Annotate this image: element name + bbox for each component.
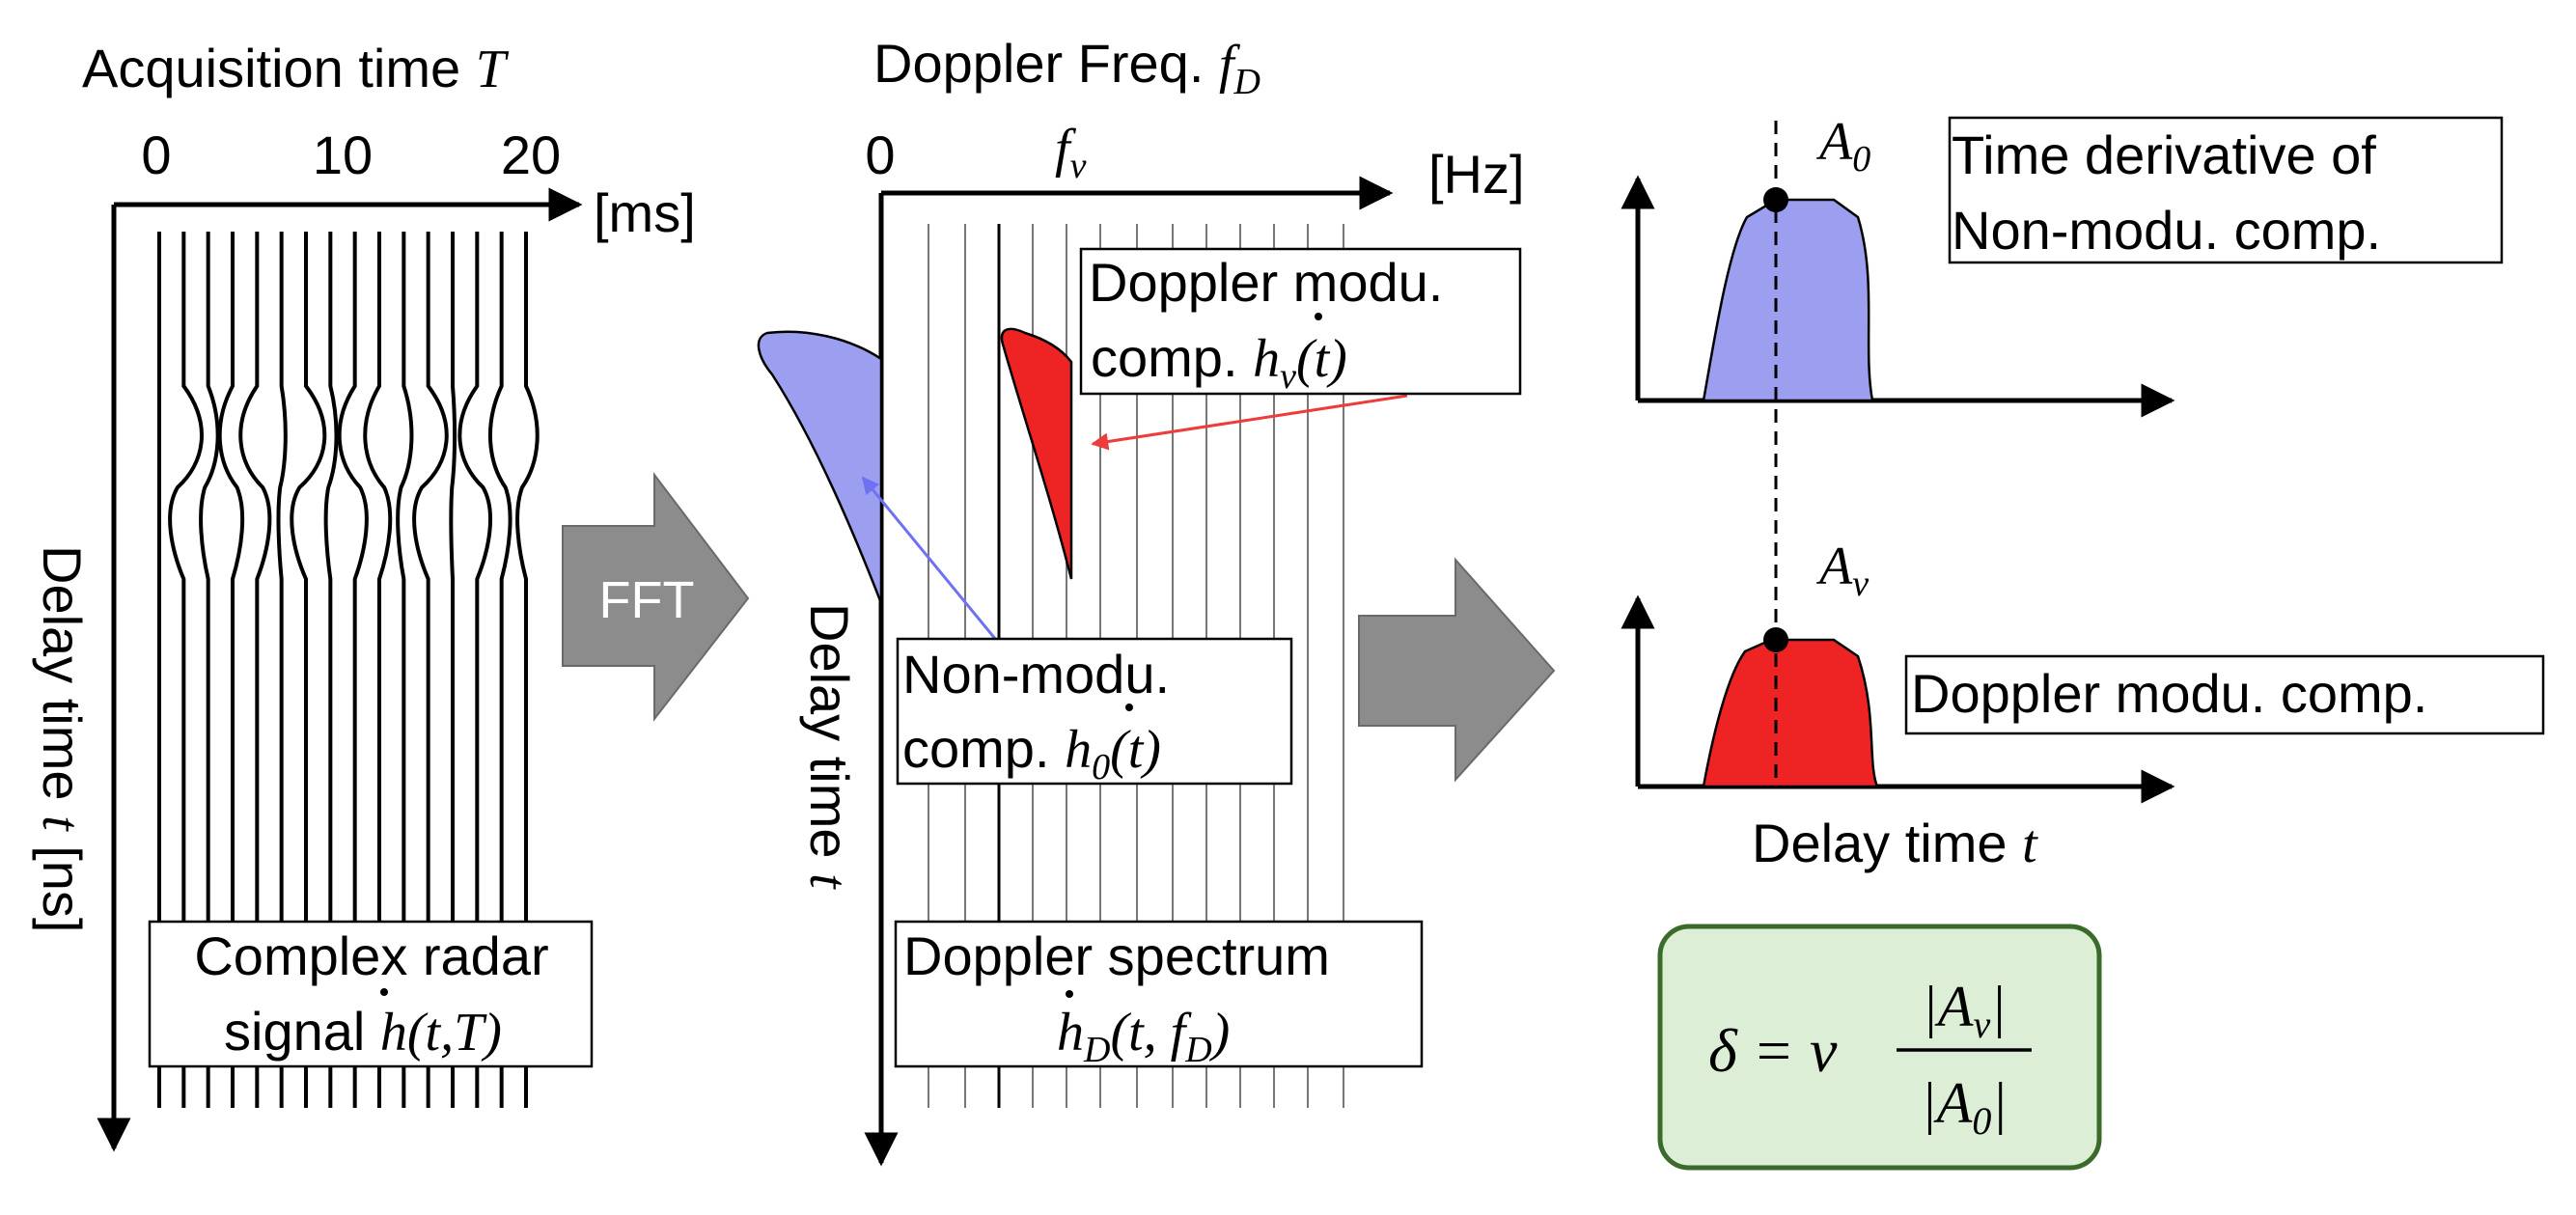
top-plot-peak [1702,198,1874,402]
modu-comp-line2: comp. hv(t) [1091,327,1347,397]
fv-label: fv [1055,119,1087,186]
radar-waveform-trace [412,232,449,1108]
nonmodu-comp-line1: Non-modu. [902,644,1170,704]
doppler-spectrum-line2: hD(t, fD) [1057,1003,1230,1070]
middle-zero-tick: 0 [865,124,895,185]
peak-top-marker [1763,187,1788,212]
bottom-plot-peak [1702,638,1879,788]
dot-accent [380,988,388,996]
radar-waveforms [156,232,540,1108]
formula-denominator: |A0| [1921,1071,2008,1143]
radar-waveform-trace [487,232,512,1108]
radar-waveform-trace [323,232,339,1108]
dot-accent [1315,313,1322,320]
dot-accent [1066,990,1073,998]
middle-title: Doppler Freq. fD [873,33,1260,102]
radar-signal-caption-line2: signal h(t,T) [224,1001,502,1063]
nonmodu-comp-box [896,637,1293,786]
formula-box [1657,924,2102,1171]
radar-waveform-trace [449,232,457,1108]
radar-waveform-trace [168,232,204,1108]
formula-lhs: δ = v [1708,1016,1838,1085]
peak-bottom-marker [1763,627,1788,652]
fft-arrow: FFT [562,472,750,722]
right-xaxis-label: Delay time t [1752,813,2038,874]
formula-numerator: |Av| [1922,975,2006,1046]
process-arrow [1358,557,1556,783]
doppler-spectrum-line1: Doppler spectrum [903,925,1330,986]
time-derivative-box [1948,116,2504,264]
left-tick-10: 10 [313,124,373,185]
middle-yaxis-label: Delay time t [798,603,860,890]
radar-waveform-trace [337,232,369,1108]
radar-waveform-trace [276,232,288,1108]
modu-pointer-arrow [1091,394,1408,451]
peak-top-label: A0 [1815,112,1870,179]
radar-waveform-trace [363,232,393,1108]
middle-unit: [Hz] [1428,144,1525,205]
dot-accent [1125,704,1133,711]
middle-panel: Doppler Freq. fD 0 fv [Hz] Doppler modu.… [757,33,1525,1167]
peak-bottom-label: Av [1815,537,1869,604]
time-derivative-line2: Non-modu. comp. [1952,200,2381,261]
nonmodu-pointer-arrow [861,476,998,641]
doppler-spectrum-box [894,920,1424,1068]
left-tick-20: 20 [501,124,561,185]
left-title: Acquisition time T [82,38,510,99]
radar-waveform-trace [238,232,272,1108]
modu-comp-line1: Doppler modu. [1089,252,1443,313]
modu-comp-box [1079,247,1522,396]
radar-signal-caption-box [148,920,594,1068]
time-derivative-line1: Time derivative of [1952,124,2376,185]
doppler-modu-comp-label: Doppler modu. comp. [1911,663,2427,724]
fft-label: FFT [599,571,695,629]
radar-waveform-trace [290,232,327,1108]
non-modulated-component-shape [757,330,883,604]
radar-waveform-trace [515,232,540,1108]
left-panel: Acquisition time T 0 10 20 [ms] Delay ti… [31,38,696,1152]
radar-waveform-trace [199,232,220,1108]
process-arrow-shape [1358,557,1556,783]
radar-waveform-trace [217,232,245,1108]
left-yaxis-label: Delay time t [ns] [31,545,93,932]
doppler-modulated-component-shape [1000,327,1073,580]
right-panel: A0 Av Time derivative of Non-modu. comp.… [1620,112,2545,1171]
nonmodu-comp-line2: comp. h0(t) [902,718,1161,787]
radar-waveform-trace [457,232,493,1108]
radar-signal-caption-line1: Complex radar [194,925,548,986]
radar-waveform-trace [396,232,414,1108]
doppler-modu-comp-box [1904,654,2545,735]
left-unit: [ms] [594,182,696,243]
left-tick-0: 0 [141,124,171,185]
